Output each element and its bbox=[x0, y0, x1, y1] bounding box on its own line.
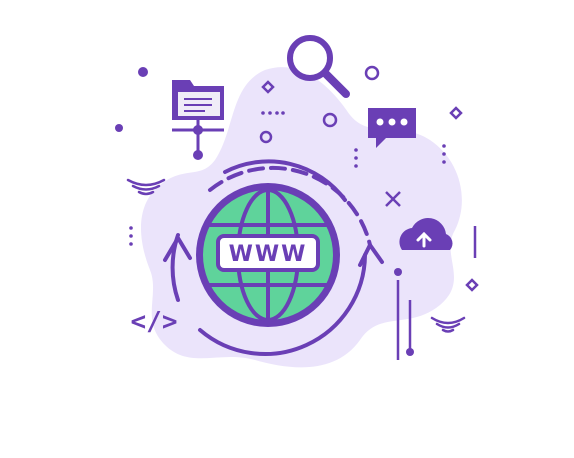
wifi-signal-icon bbox=[126, 178, 466, 333]
refresh-arrows-icon bbox=[163, 159, 384, 356]
decorative-elements bbox=[115, 65, 479, 360]
folder-network-icon bbox=[172, 80, 224, 160]
globe-icon: WWW bbox=[196, 183, 340, 327]
globe-label: WWW bbox=[229, 242, 308, 267]
cloud-upload-icon bbox=[399, 218, 453, 250]
code-icon: </> bbox=[131, 307, 178, 337]
chat-bubble-icon bbox=[368, 108, 416, 148]
search-icon bbox=[287, 35, 350, 98]
